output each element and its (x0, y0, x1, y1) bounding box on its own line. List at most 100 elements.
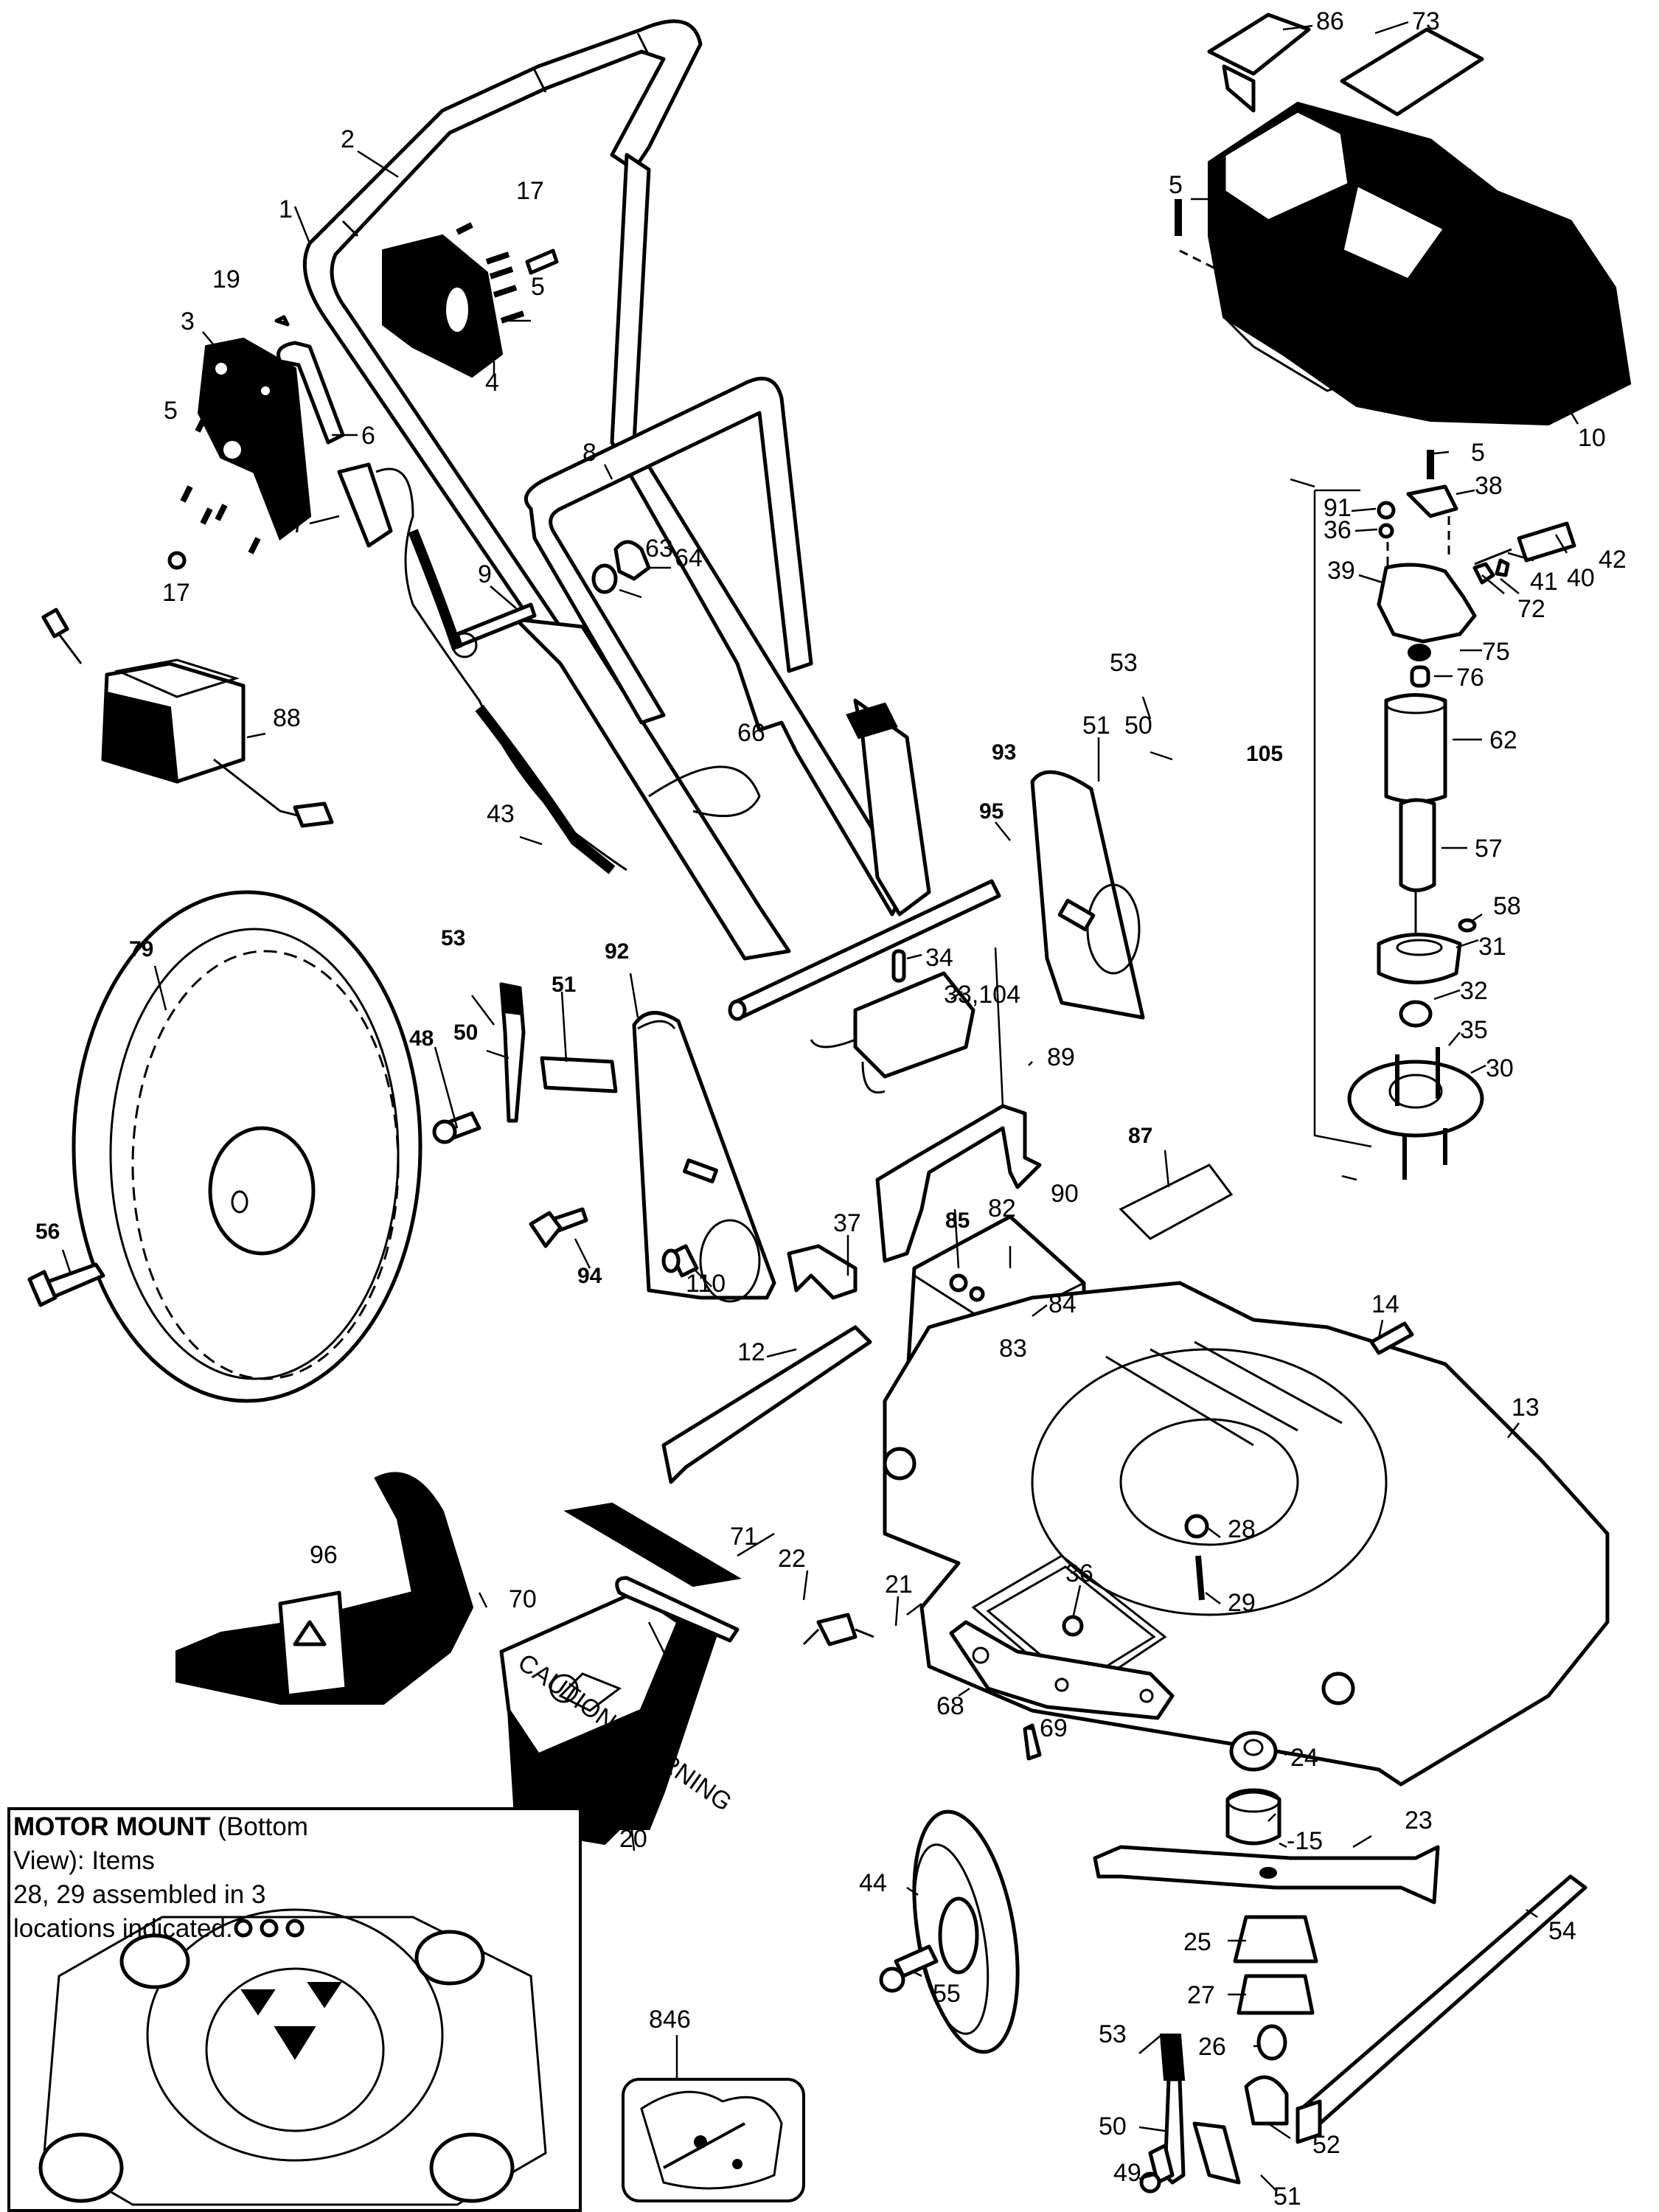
spacer-110 (661, 1244, 699, 1278)
label-part-846: 846 (649, 2006, 691, 2034)
clip-9 (451, 602, 537, 658)
label-part-23: 23 (1405, 1806, 1433, 1834)
label-part-4: 4 (485, 369, 499, 397)
label-part-1: 1 (279, 195, 293, 223)
label-part-32: 32 (1460, 977, 1488, 1005)
motor-assembly (1313, 450, 1484, 1180)
spring-21 (802, 1613, 874, 1646)
label-part-50: 50 (1099, 2112, 1127, 2140)
label-part-7: 7 (291, 510, 305, 538)
blade-adapter-24 (1229, 1731, 1278, 1772)
label-part-41: 41 (1530, 568, 1558, 596)
label-part-20: 20 (619, 1825, 647, 1853)
grass-deflector (175, 1472, 474, 1705)
label-part-66: 66 (737, 719, 765, 747)
label-part-54: 54 (1548, 1917, 1576, 1945)
label-part-85: 85 (945, 1208, 970, 1233)
label-part-57: 57 (1475, 835, 1503, 863)
label-part-79: 79 (129, 937, 153, 961)
label-part-56: 56 (35, 1220, 60, 1244)
label-part-14: 14 (1371, 1290, 1399, 1318)
chain-cover-right (1030, 770, 1145, 1020)
leader-lines (61, 21, 1579, 2191)
decal-87 (1119, 1164, 1234, 1240)
label-part-92: 92 (605, 939, 629, 964)
label-part-53: 53 (1110, 649, 1138, 677)
wing-nut (591, 540, 651, 594)
switch-assembly (810, 949, 975, 1093)
label-part-22: 22 (778, 1545, 806, 1573)
motor-mount-body: 28, 29 assembled in 3 locations indicate… (13, 1880, 266, 1943)
motor-mount-subheading: (Bottom View): Items (13, 1812, 308, 1875)
label-part-26: 26 (1198, 2033, 1226, 2061)
label-part-24: 24 (1290, 1744, 1318, 1772)
label-part-17: 17 (516, 177, 544, 205)
label-part-52: 52 (1312, 2131, 1340, 2159)
label-part-76: 76 (1456, 664, 1484, 692)
pin-6 (276, 341, 345, 445)
label-part-63: 63 (645, 535, 673, 563)
baffle-12 (661, 1325, 872, 1484)
label-part-91: 91 (1324, 494, 1352, 522)
cover-button-86 (1207, 13, 1311, 113)
label-part-51: 51 (552, 973, 576, 997)
label-part-17: 17 (162, 579, 190, 607)
rear-wheel (72, 890, 422, 1403)
battery-bracket (875, 1104, 1042, 1263)
label-part-33-104: 33,104 (944, 981, 1020, 1009)
label-part-50: 50 (453, 1020, 478, 1045)
bolt-55 (879, 1944, 939, 1993)
label-part-42: 42 (1599, 546, 1627, 574)
label-part-51: 51 (1082, 712, 1110, 740)
blade-washers (1233, 1915, 1318, 2061)
label-part-36: 36 (1065, 1559, 1093, 1587)
label-part-84: 84 (1048, 1290, 1077, 1318)
label-part-25: 25 (1183, 1928, 1211, 1956)
label-part-39: 39 (1327, 557, 1355, 585)
label-part-51: 51 (1273, 2183, 1301, 2211)
label-part-9: 9 (478, 560, 492, 588)
label-part-44: 44 (859, 1869, 887, 1897)
screws-top (167, 222, 559, 570)
label-part-105: 105 (1246, 742, 1283, 766)
bracket-37 (787, 1244, 858, 1300)
label-part-53: 53 (441, 926, 465, 950)
label-part-5: 5 (531, 273, 545, 301)
label-part-69: 69 (1040, 1714, 1068, 1742)
label-part-88: 88 (273, 704, 301, 732)
label-part-75: 75 (1482, 638, 1510, 666)
motor-cover (1208, 101, 1632, 426)
axle-rod-95 (728, 879, 1001, 1021)
label-part-62: 62 (1489, 726, 1517, 754)
motor-mount-heading: MOTOR MOUNT (13, 1812, 211, 1841)
battery-charger (41, 608, 334, 828)
label-part-89: 89 (1047, 1043, 1075, 1071)
label-part-96: 96 (310, 1541, 338, 1569)
label-part-87: 87 (1128, 1124, 1152, 1148)
brush-parts (1472, 521, 1576, 585)
label-part-93: 93 (992, 740, 1016, 765)
handle-crossbar (524, 376, 813, 725)
label-part-28: 28 (1228, 1515, 1256, 1543)
bolt-49 (1139, 2143, 1175, 2194)
label-part-48: 48 (409, 1026, 434, 1051)
label-part-70: 70 (509, 1585, 537, 1613)
bolt-94 (529, 1207, 588, 1248)
label-part-110: 110 (686, 1270, 726, 1298)
label-part-27: 27 (1187, 1981, 1215, 2009)
label-part-72: 72 (1517, 595, 1545, 623)
label-part-13: 13 (1512, 1394, 1540, 1422)
label-part-15: -15 (1287, 1827, 1323, 1855)
handle-lower (514, 153, 931, 961)
label-part-38: 38 (1475, 472, 1503, 500)
label-part-43: 43 (487, 800, 515, 828)
label-part-3: 3 (181, 307, 195, 335)
axle-bolt-56 (27, 1262, 105, 1307)
front-wheel (912, 1809, 1020, 2054)
axle-pin-14 (1369, 1321, 1414, 1355)
label-part-29: 29 (1228, 1589, 1256, 1617)
label-part-12: 12 (737, 1338, 765, 1366)
label-part-82: 82 (988, 1194, 1016, 1222)
label-part-5: 5 (1471, 439, 1485, 467)
label-part-71: 71 (730, 1523, 758, 1551)
